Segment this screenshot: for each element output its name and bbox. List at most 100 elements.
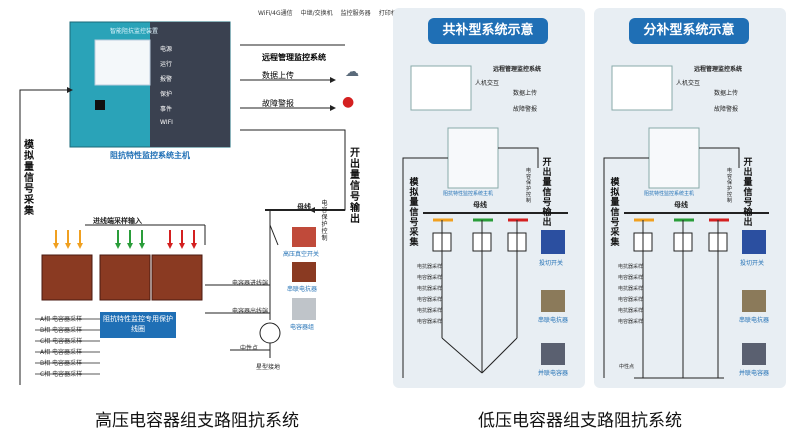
device-button-run[interactable]: 运行 [160, 61, 173, 68]
split-panel-title: 分补型系统示意 [629, 18, 749, 44]
shared-server-label: 远程管理监控系统 [493, 66, 542, 73]
sampling-row: C相 电容器采样 [40, 371, 83, 378]
vacuum-breaker-icon [292, 227, 316, 247]
breaker-label: 高压真空开关 [283, 251, 320, 258]
shared-reactor-icon [541, 290, 565, 312]
cloud-icon: ☁ [345, 64, 359, 80]
shared-switch-sub: 电容保护控制 [525, 168, 531, 204]
split-server-label: 远程管理监控系统 [694, 66, 743, 73]
network-devices: WiFi/4G通信 中继/交换机 监控服务器 打印机 [258, 8, 397, 17]
split-busbar: 母线 [674, 201, 688, 209]
capacitor-icon [292, 298, 316, 320]
split-capacitor-label: 并联电容器 [739, 370, 770, 377]
sample-row: 电容器采样 [417, 275, 443, 281]
split-switch-sub: 电容保护控制 [726, 168, 732, 204]
sampling-row: B相 电容器采样 [40, 360, 83, 367]
grounding-label: 星型接地 [256, 364, 281, 371]
left-caption: 高压电容器组支路阻抗系统 [95, 411, 299, 431]
monitor-device-side [150, 22, 230, 147]
split-fault-alarm: 故障警报 [714, 106, 739, 113]
sampling-row: A相 电容器采样 [40, 349, 83, 356]
split-breaker-icon [742, 230, 766, 254]
switch-device-label: 中继/交换机 [300, 10, 333, 17]
server-device-label: 监控服务器 [340, 10, 371, 17]
device-button-protect[interactable]: 保护 [160, 91, 173, 98]
reactor-label: 串联电抗器 [287, 286, 318, 293]
device-button-power[interactable]: 电源 [160, 46, 173, 53]
shared-fault-alarm: 故障警报 [513, 106, 538, 113]
split-device-label: 阻抗特性监控系统主机 [644, 191, 695, 197]
shared-breaker-label: 投切开关 [539, 260, 564, 267]
sampling-row: C相 电容器采样 [40, 338, 83, 345]
split-data-upload: 数据上传 [714, 90, 739, 97]
shared-switch-label: 开出量信号输出 [542, 158, 552, 228]
split-capacitor-icon [742, 343, 766, 365]
shared-device-label: 阻抗特性监控系统主机 [443, 191, 494, 197]
device-button-event[interactable]: 事件 [160, 106, 173, 113]
fault-alarm-label: 故障警报 [262, 99, 294, 108]
sensor-b [99, 254, 151, 301]
split-switch-label: 开出量信号输出 [743, 158, 753, 228]
sampling-row: B相 电容器采样 [40, 327, 83, 334]
grounding-transformer [259, 322, 281, 344]
device-buttons: 电源 运行 报警 保护 事件 WIFI [160, 44, 180, 134]
capacitor-label: 电容器组 [290, 324, 315, 331]
coil-box-label: 阻抗特性监控专用保护线圈 [103, 315, 173, 333]
split-sample-rows: 电抗器采样 电容器采样 电抗器采样 电容器采样 电抗器采样 电容器采样 [618, 263, 643, 329]
split-neutral-label: 中性点 [619, 364, 635, 370]
neutral-label: 中性点 [240, 345, 259, 352]
split-reactor-label: 串联电抗器 [739, 317, 770, 324]
reactor-icon [292, 262, 316, 282]
shared-capacitor-icon [541, 343, 565, 365]
shared-capacitor-label: 并联电容器 [538, 370, 569, 377]
split-server-screen [611, 65, 673, 111]
sample-row: 电抗器采样 [618, 286, 644, 292]
sampling-input-label: 进线端采样输入 [93, 217, 142, 225]
shared-panel-wiring [402, 65, 568, 378]
split-analog-label: 模拟量信号采集 [610, 178, 620, 248]
shared-server-screen [410, 65, 472, 111]
left-switch-sub: 电容保护控制 [321, 200, 328, 242]
shared-monitor-device [447, 127, 499, 189]
left-wiring [19, 21, 346, 385]
shared-extra-label: 人机交互 [475, 80, 500, 87]
printer-device-label: 打印机 [378, 10, 397, 17]
split-monitor-device [648, 127, 700, 189]
sensor-a [41, 254, 93, 301]
left-busbar: 母线 [297, 203, 311, 211]
phase-arrows [53, 230, 197, 249]
monitor-device-screen [94, 39, 151, 86]
wifi-device-label: WiFi/4G通信 [258, 10, 293, 17]
sample-row: 电抗器采样 [417, 286, 443, 292]
sample-row: 电容器采样 [618, 319, 644, 325]
special-coil-box [100, 312, 176, 338]
capacitor-feed-label: 电容器进线端 [232, 280, 269, 287]
shared-data-upload: 数据上传 [513, 90, 538, 97]
sample-row: 电容器采样 [417, 297, 443, 303]
shared-panel-title: 共补型系统示意 [428, 18, 548, 44]
sample-row: 电抗器采样 [618, 264, 644, 270]
shared-sample-rows: 电抗器采样 电容器采样 电抗器采样 电容器采样 电抗器采样 电容器采样 [417, 263, 442, 329]
device-caption: 阻抗特性监控系统主机 [110, 151, 190, 160]
device-button-wifi[interactable]: WIFI [160, 119, 173, 126]
right-caption: 低压电容器组支路阻抗系统 [478, 411, 682, 431]
left-switch-label: 开出量信号输出 [350, 148, 360, 225]
sample-row: 电容器采样 [618, 275, 644, 281]
shared-busbar: 母线 [473, 201, 487, 209]
qr-code [95, 100, 105, 110]
shared-compensation-panel: 共补型系统示意 远程管理监控系统 人机交互 数据上传 故障警报 阻抗特性监控系统… [393, 8, 585, 388]
capacitor-out-label: 电容器出线端 [232, 308, 269, 315]
device-screen-title: 智能阻抗监控装置 [110, 28, 159, 35]
split-reactor-icon [742, 290, 766, 312]
split-breaker-label: 投切开关 [740, 260, 765, 267]
left-analog-label: 模拟量信号采集 [24, 140, 34, 217]
device-button-alarm[interactable]: 报警 [160, 76, 173, 83]
split-extra-label: 人机交互 [676, 80, 701, 87]
sample-row: 电容器采样 [417, 319, 443, 325]
alarm-light-icon: ● [342, 94, 355, 110]
sample-row: 电容器采样 [618, 297, 644, 303]
split-compensation-panel: 分补型系统示意 远程管理监控系统 人机交互 数据上传 故障警报 阻抗特性监控系统… [594, 8, 786, 388]
left-sampling-rows: A相 电容器采样 B相 电容器采样 C相 电容器采样 A相 电容器采样 B相 电… [40, 314, 82, 380]
sample-row: 电抗器采样 [417, 308, 443, 314]
sensor-c [151, 254, 203, 301]
